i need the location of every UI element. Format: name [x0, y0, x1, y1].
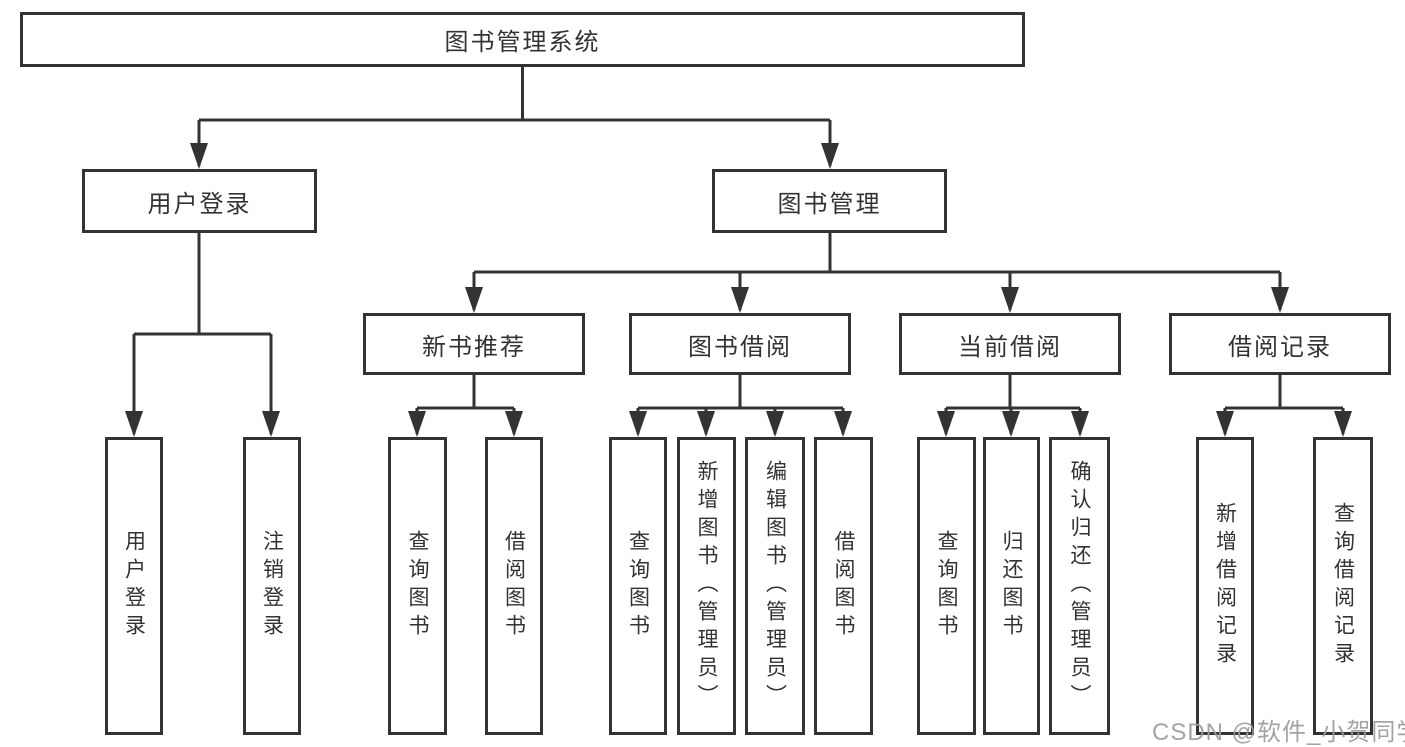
node-new-book-recommend-label: 新书推荐: [422, 333, 526, 361]
watermark: CSDN @软件_小贺同学: [1152, 719, 1405, 746]
leaf-return-book-label: 归还图书: [1000, 530, 1023, 642]
leaf-query-book-borrow: 查询图书: [609, 437, 667, 735]
node-root: 图书管理系统: [20, 12, 1025, 67]
leaf-add-book-admin: 新增图书（管理员）: [677, 437, 736, 735]
leaf-confirm-return-admin-label: 确认归还（管理员）: [1068, 460, 1091, 712]
node-current-borrow-label: 当前借阅: [958, 333, 1062, 361]
leaf-logout-label: 注销登录: [260, 530, 284, 642]
leaf-query-borrow-record-label: 查询借阅记录: [1331, 502, 1355, 670]
node-root-label: 图书管理系统: [444, 29, 601, 56]
leaf-borrow-book-label: 借阅图书: [832, 530, 855, 642]
leaf-add-borrow-record: 新增借阅记录: [1196, 437, 1254, 735]
leaf-borrow-book-recommend: 借阅图书: [485, 437, 543, 735]
leaf-query-book-recommend: 查询图书: [388, 437, 447, 735]
node-user-login: 用户登录: [82, 169, 317, 233]
leaf-return-book: 归还图书: [983, 437, 1040, 735]
leaf-add-borrow-record-label: 新增借阅记录: [1213, 502, 1237, 670]
node-book-borrow-label: 图书借阅: [688, 333, 792, 361]
node-borrow-records-label: 借阅记录: [1228, 333, 1332, 361]
node-new-book-recommend: 新书推荐: [363, 313, 585, 375]
node-book-management-label: 图书管理: [777, 190, 882, 218]
node-user-login-label: 用户登录: [147, 190, 252, 218]
leaf-query-book-current-label: 查询图书: [935, 530, 958, 642]
leaf-logout: 注销登录: [243, 437, 301, 735]
leaf-user-login-label: 用户登录: [122, 530, 146, 642]
leaf-query-borrow-record: 查询借阅记录: [1313, 437, 1373, 735]
leaf-confirm-return-admin: 确认归还（管理员）: [1049, 437, 1110, 735]
node-book-management: 图书管理: [712, 169, 947, 233]
leaf-query-book-recommend-label: 查询图书: [406, 530, 429, 642]
leaf-add-book-admin-label: 新增图书（管理员）: [695, 460, 718, 712]
node-book-borrow: 图书借阅: [629, 313, 851, 375]
leaf-edit-book-admin-label: 编辑图书（管理员）: [763, 460, 787, 712]
leaf-borrow-book: 借阅图书: [814, 437, 873, 735]
node-current-borrow: 当前借阅: [899, 313, 1121, 375]
leaf-query-book-borrow-label: 查询图书: [626, 530, 650, 642]
node-borrow-records: 借阅记录: [1169, 313, 1391, 375]
leaf-edit-book-admin: 编辑图书（管理员）: [745, 437, 805, 735]
leaf-user-login: 用户登录: [105, 437, 163, 735]
leaf-borrow-book-recommend-label: 借阅图书: [502, 530, 526, 642]
leaf-query-book-current: 查询图书: [917, 437, 976, 735]
